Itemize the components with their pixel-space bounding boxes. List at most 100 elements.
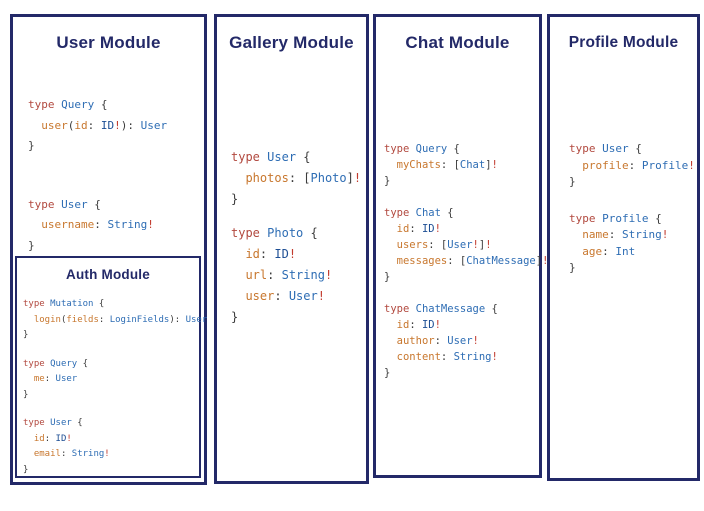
token-type: Profile — [641, 158, 689, 172]
token-punct: { — [77, 358, 89, 369]
token-bang: ! — [114, 118, 121, 132]
token-kw: type — [23, 418, 45, 428]
code-line: id: ID! — [384, 221, 539, 237]
token-punct — [384, 255, 397, 267]
token-punct: } — [28, 139, 35, 152]
token-id: ID — [421, 319, 435, 331]
token-type: ChatMessage — [466, 255, 536, 267]
token-bang: ! — [472, 335, 479, 347]
token-bang: ! — [688, 158, 695, 172]
token-punct: : — [44, 433, 56, 444]
token-punct: { — [87, 197, 101, 211]
token-type: User — [447, 239, 473, 251]
token-punct — [23, 374, 34, 384]
token-punct — [231, 247, 245, 261]
panel-title: Gallery Module — [229, 33, 354, 52]
panel-title: User Module — [56, 33, 161, 52]
schema-code: type Query { user(id: ID!): User}type Us… — [28, 95, 204, 256]
code-line: type Profile { — [569, 211, 697, 228]
token-field: photos — [245, 171, 289, 185]
panel-gallery-module: Gallery Module type User { photos: [Phot… — [214, 14, 369, 484]
code-line: type ChatMessage { — [384, 301, 539, 317]
code-line: type Photo { — [231, 223, 366, 244]
code-line: } — [384, 269, 539, 285]
token-kw: type — [23, 299, 45, 309]
token-field: url — [245, 268, 268, 282]
token-punct — [28, 218, 41, 231]
token-punct: } — [569, 261, 576, 274]
token-punct: : — [98, 314, 110, 325]
code-line: } — [231, 189, 366, 210]
code-line: } — [231, 307, 366, 328]
code-line: content: String! — [384, 349, 539, 365]
token-field: profile — [582, 158, 629, 172]
token-punct — [231, 289, 245, 303]
token-punct: { — [440, 207, 454, 219]
token-punct: { — [303, 226, 318, 240]
token-bang: ! — [288, 247, 297, 261]
code-line: id: ID! — [23, 432, 199, 448]
token-bang: ! — [66, 433, 72, 444]
token-type: User — [288, 289, 318, 303]
schema-code: type User { profile: Profile!}type Profi… — [569, 141, 697, 277]
token-field: name — [582, 228, 609, 241]
token-field: user — [41, 118, 68, 132]
token-punct: } — [569, 175, 576, 188]
code-line: id: ID! — [384, 317, 539, 333]
token-punct: { — [485, 303, 498, 315]
token-bang: ! — [661, 228, 669, 241]
token-field: id — [74, 118, 88, 132]
token-punct: : [ — [288, 171, 311, 185]
token-type: User — [267, 150, 297, 164]
token-punct: : — [259, 247, 275, 261]
token-punct: } — [23, 330, 29, 340]
schema-code: type User { photos: [Photo]!} type Photo … — [231, 147, 366, 328]
code-line: } — [569, 260, 697, 277]
code-block: type User { username: String!} — [28, 195, 204, 257]
token-kw: type — [569, 211, 596, 225]
token-field: id — [33, 433, 45, 444]
panel-title: Auth Module — [66, 267, 150, 282]
token-bang: ! — [491, 351, 498, 363]
token-field: author — [396, 335, 435, 347]
token-kw: type — [28, 98, 55, 111]
token-field: id — [396, 223, 410, 235]
token-punct: ( — [67, 118, 75, 132]
code-block: type User { photos: [Photo]!} — [231, 147, 366, 210]
code-line: user: User! — [231, 286, 366, 307]
code-line: type User { — [28, 195, 204, 216]
token-kw: type — [28, 197, 55, 211]
token-type: String — [453, 351, 492, 363]
token-field: email — [33, 449, 61, 459]
token-bang: ! — [472, 239, 479, 251]
token-punct: : [ — [440, 159, 460, 171]
token-field: me — [33, 374, 45, 384]
token-punct: } — [384, 271, 391, 283]
token-punct: } — [384, 175, 391, 187]
token-id: ID — [274, 247, 289, 261]
token-punct — [569, 228, 582, 241]
token-punct — [384, 335, 397, 347]
panel-profile-module: Profile Module type User { profile: Prof… — [547, 14, 700, 481]
token-type: Query — [61, 98, 95, 111]
token-type: Query — [50, 358, 78, 369]
token-punct: : — [44, 374, 56, 384]
token-type: User — [50, 418, 72, 428]
token-punct — [23, 449, 34, 459]
token-punct — [23, 315, 34, 325]
code-line: type Chat { — [384, 205, 539, 221]
panel-title: Profile Module — [568, 34, 679, 51]
code-block: type Profile { name: String! age: Int} — [569, 211, 697, 277]
code-line: id: ID! — [231, 244, 366, 265]
token-punct: : — [440, 351, 454, 363]
code-line: myChats: [Chat]! — [384, 157, 539, 173]
code-line: } — [23, 388, 199, 404]
token-punct: ] — [346, 171, 354, 185]
token-punct: } — [384, 367, 391, 379]
code-line: email: String! — [23, 447, 199, 463]
code-line: author: User! — [384, 333, 539, 349]
token-kw: type — [569, 142, 596, 155]
code-line: type User { — [569, 141, 697, 158]
code-line: name: String! — [569, 227, 697, 244]
token-field: users — [396, 239, 429, 251]
